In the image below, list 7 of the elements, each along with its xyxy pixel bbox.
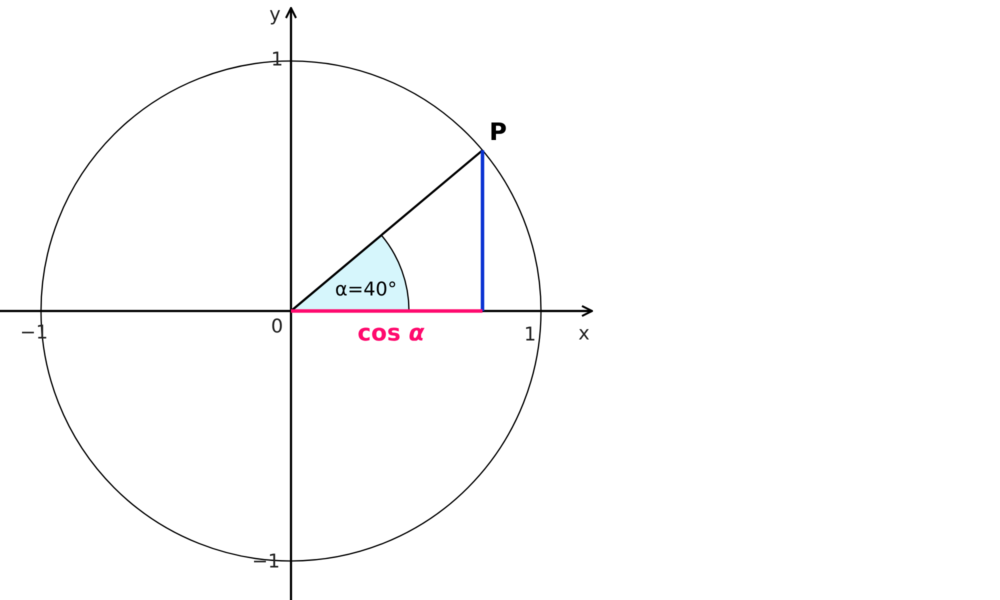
point-label: P (489, 120, 507, 144)
segment-label: cos α (358, 322, 424, 346)
tick-label: 0 (270, 318, 284, 336)
axis-label: y (269, 6, 281, 24)
angle-label: α=40° (334, 280, 398, 300)
tick-label: 1 (524, 326, 536, 344)
axis-label: x (578, 324, 590, 344)
